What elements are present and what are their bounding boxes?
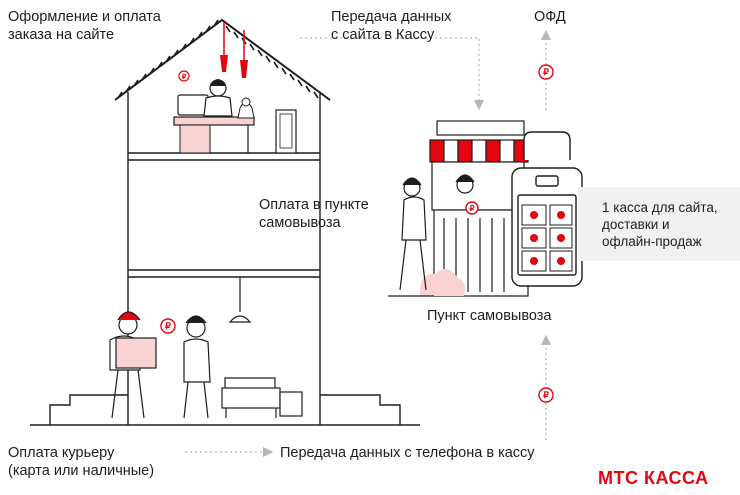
ruble-coin-icon: ₽ — [160, 318, 176, 334]
one-kassa-box: 1 касса для сайта, доставки и офлайн-про… — [578, 187, 740, 261]
ruble-coin-icon: ₽ — [538, 387, 554, 403]
label-courier-payment: Оплата курьеру (карта или наличные) — [8, 445, 155, 479]
ruble-coin-icon: ₽ — [465, 201, 479, 215]
house — [30, 18, 420, 426]
label-pickup-payment: Оплата в пункте самовывоза — [259, 197, 369, 231]
one-kassa-text: 1 касса для сайта, доставки и офлайн-про… — [602, 200, 718, 249]
svg-text:₽: ₽ — [543, 67, 549, 77]
pickup-kiosk — [388, 120, 529, 297]
svg-text:₽: ₽ — [182, 73, 187, 81]
awning — [429, 139, 529, 163]
brand-logo: МТС КАССА — [598, 468, 709, 488]
kassa-terminal — [511, 131, 583, 287]
ground-floor-scene — [109, 277, 303, 419]
label-ofd: ОФД — [534, 9, 566, 25]
ruble-coin-icon: ₽ — [178, 70, 190, 82]
svg-text:₽: ₽ — [469, 204, 474, 213]
svg-text:₽: ₽ — [543, 390, 549, 400]
ruble-coin-icon: ₽ — [538, 64, 554, 80]
office-scene — [173, 22, 297, 154]
terminal-tiles — [521, 204, 573, 272]
label-order-online: Оформление и оплата заказа на сайте — [8, 9, 161, 43]
label-pickup-point: Пункт самовывоза — [427, 308, 552, 324]
svg-text:₽: ₽ — [165, 321, 171, 331]
label-data-phone-to-kassa: Передача данных с телефона в кассу — [280, 445, 535, 461]
roof-tiles — [117, 19, 319, 99]
arrow-site-to-kassa — [300, 37, 485, 111]
label-data-site-to-kassa: Передача данных с сайта в Кассу — [331, 9, 452, 43]
